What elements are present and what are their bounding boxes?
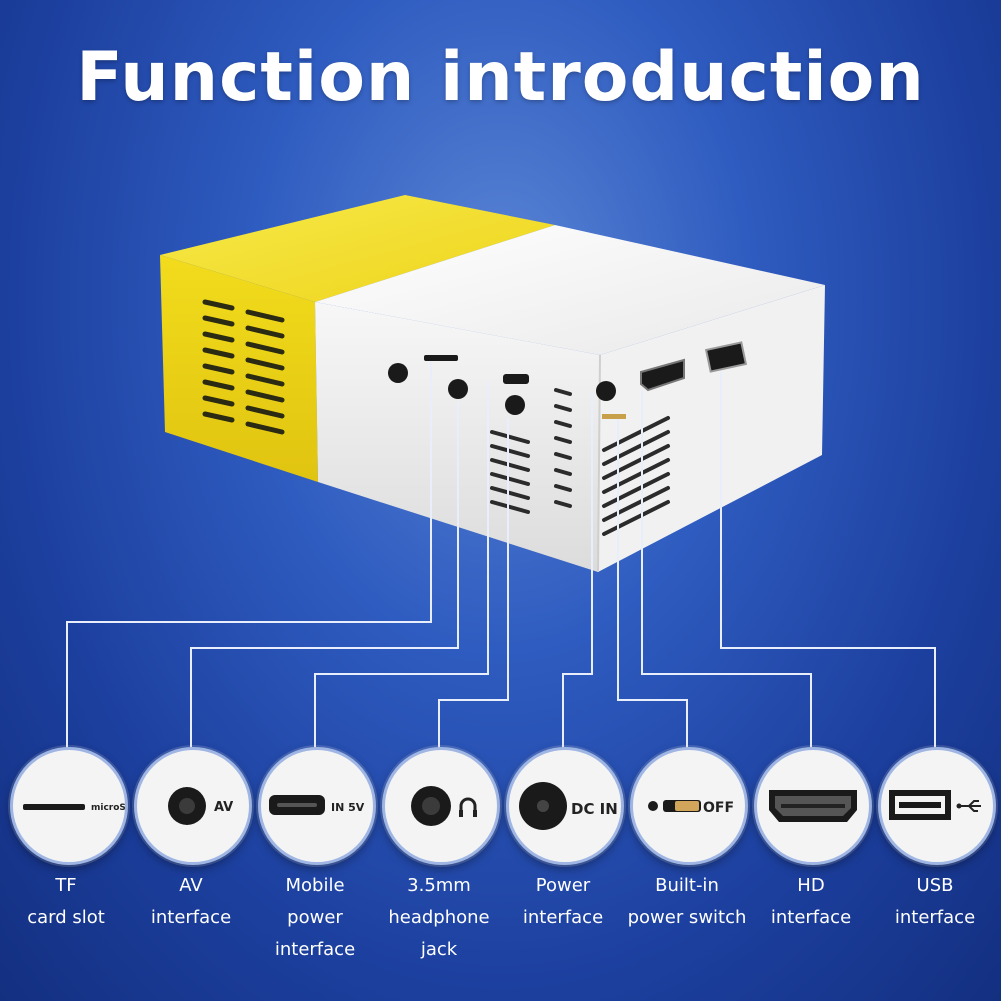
- feature-circle-mobile-power: IN 5V: [258, 747, 376, 865]
- feature-badge-tf: microSD: [91, 803, 125, 813]
- callout-line-av: [190, 402, 459, 748]
- feature-circle-power: DC IN: [506, 747, 624, 865]
- microsd-slot-icon: microSD: [23, 803, 125, 813]
- callout-line-mobile-power: [314, 382, 489, 748]
- feature-badge-mobile-power: IN 5V: [331, 801, 365, 814]
- device-port-dc: [596, 381, 616, 401]
- feature-circle-headphone: [382, 747, 500, 865]
- feature-label-av: AV interface: [150, 875, 232, 928]
- yellow-vents: [202, 299, 285, 435]
- page-title: Function introduction: [76, 38, 925, 117]
- device-port-av: [448, 379, 468, 399]
- callout-lines: [66, 362, 936, 748]
- device-port-hdmi: [640, 358, 685, 392]
- device-port-microsd: [424, 355, 458, 361]
- feature-label-power: Power interface: [522, 875, 604, 928]
- device-top-yellow: [160, 195, 555, 302]
- device-port-headphone: [505, 395, 525, 415]
- device-side-yellow: [160, 255, 318, 482]
- feature-circle-av: AV: [134, 747, 252, 865]
- feature-label-usb: USB interface: [894, 875, 976, 928]
- device-port-round: [388, 363, 408, 383]
- headphone-jack-icon: [411, 786, 477, 826]
- callout-line-power: [562, 393, 593, 748]
- feature-circle-usb: [878, 747, 996, 865]
- device-switch: [602, 414, 626, 419]
- feature-label-mobile-power: Mobile power interface: [274, 875, 356, 960]
- callout-line-hd: [641, 390, 812, 748]
- callout-line-switch: [617, 419, 688, 748]
- feature-badge-power: DC IN: [571, 800, 618, 818]
- feature-badge-av: AV: [214, 800, 233, 815]
- feature-label-hd: HD interface: [770, 875, 852, 928]
- hdmi-port-icon: [769, 790, 857, 822]
- device-port-usb: [704, 341, 748, 373]
- power-switch-icon: OFF: [648, 800, 734, 816]
- feature-circle-tf: microSD: [10, 747, 128, 865]
- feature-circle-hd: [754, 747, 872, 865]
- micro-usb-port-icon: IN 5V: [269, 795, 365, 815]
- feature-label-tf: TF card slot: [27, 875, 105, 928]
- usb-port-icon: [889, 790, 981, 820]
- device-port-micro-usb: [503, 374, 529, 384]
- feature-circle-switch: OFF: [630, 747, 748, 865]
- av-jack-icon: AV: [168, 787, 233, 825]
- dc-jack-icon: DC IN: [519, 782, 618, 830]
- callout-line-usb: [720, 372, 936, 748]
- feature-badge-switch: OFF: [703, 800, 734, 816]
- feature-label-headphone: 3.5mm headphone jack: [388, 875, 490, 960]
- white-vents: [490, 388, 670, 536]
- device-front-face: [598, 285, 825, 572]
- device-top-white: [315, 225, 825, 355]
- callout-line-headphone: [438, 418, 509, 748]
- feature-label-switch: Built-in power switch: [627, 875, 747, 928]
- callout-line-tf: [66, 362, 432, 748]
